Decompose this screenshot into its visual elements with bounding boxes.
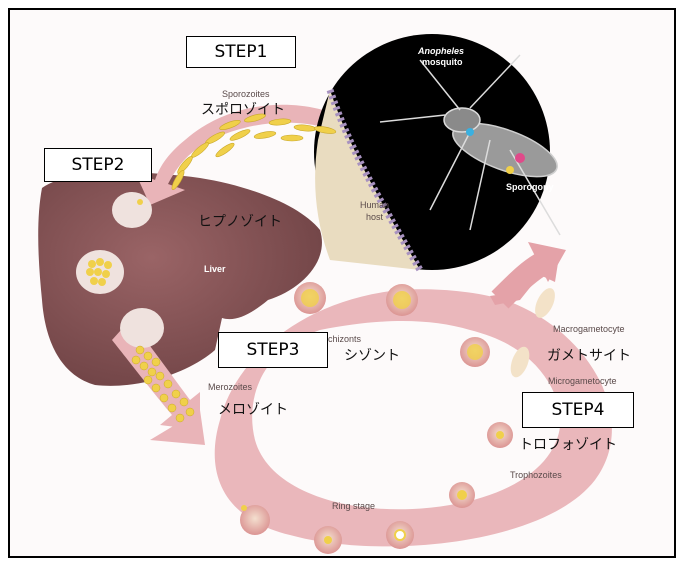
merozoite-jp-label: メロゾイト (218, 399, 288, 419)
trophozoite-jp-label: トロフォゾイト (519, 434, 617, 454)
macrogametocyte-label: Macrogametocyte (553, 324, 625, 334)
sporozoites-label: Sporozoites (222, 89, 270, 99)
merozoites-label: Merozoites (208, 382, 252, 392)
host-label: host (366, 212, 383, 222)
hypnozoite-jp-label: ヒプノゾイト (198, 211, 282, 231)
microgametocyte-label: Microgametocyte (548, 376, 617, 386)
anopheles-label: Anopheles (418, 46, 464, 56)
liver-label: Liver (204, 264, 226, 274)
sporogony-label: Sporogony (506, 182, 554, 192)
step4-box: STEP4 (522, 392, 634, 428)
human-label: Human (360, 200, 389, 210)
step1-box: STEP1 (186, 36, 296, 68)
sporozoite-jp-label: スポロゾイト (201, 99, 285, 119)
ring-stage-label: Ring stage (332, 501, 375, 511)
step3-box: STEP3 (218, 332, 328, 368)
step2-box: STEP2 (44, 148, 152, 182)
trophozoites-label: Trophozoites (510, 470, 562, 480)
mosquito-label: mosquito (422, 57, 463, 67)
gametocyte-jp-label: ガメトサイト (547, 345, 631, 365)
schizont-jp-label: シゾント (344, 345, 400, 365)
